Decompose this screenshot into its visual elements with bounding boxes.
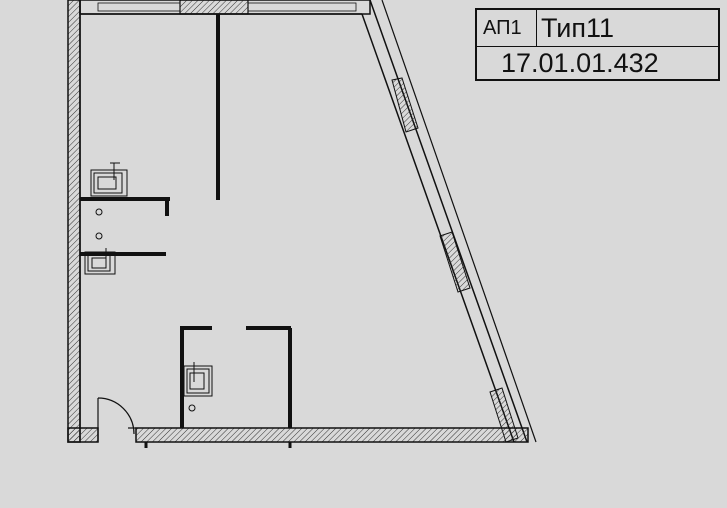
door-swing-icon [97,397,136,442]
sink-icon [183,362,213,412]
left-wall [67,0,81,443]
apartment-label-box: АП1 Тип11 17.01.01.432 [475,8,720,81]
bottom-wall [67,427,529,448]
label-separator [536,10,537,46]
top-wall [79,0,371,15]
apartment-type: Тип11 [541,13,615,43]
apartment-code: АП1 [483,17,522,39]
apartment-number: 17.01.01.432 [501,48,659,78]
sink-icon [90,162,128,216]
interior-partitions [80,14,292,428]
sink-icon [84,232,116,275]
slanted-right-wall [361,0,537,443]
label-header-row [477,10,718,47]
